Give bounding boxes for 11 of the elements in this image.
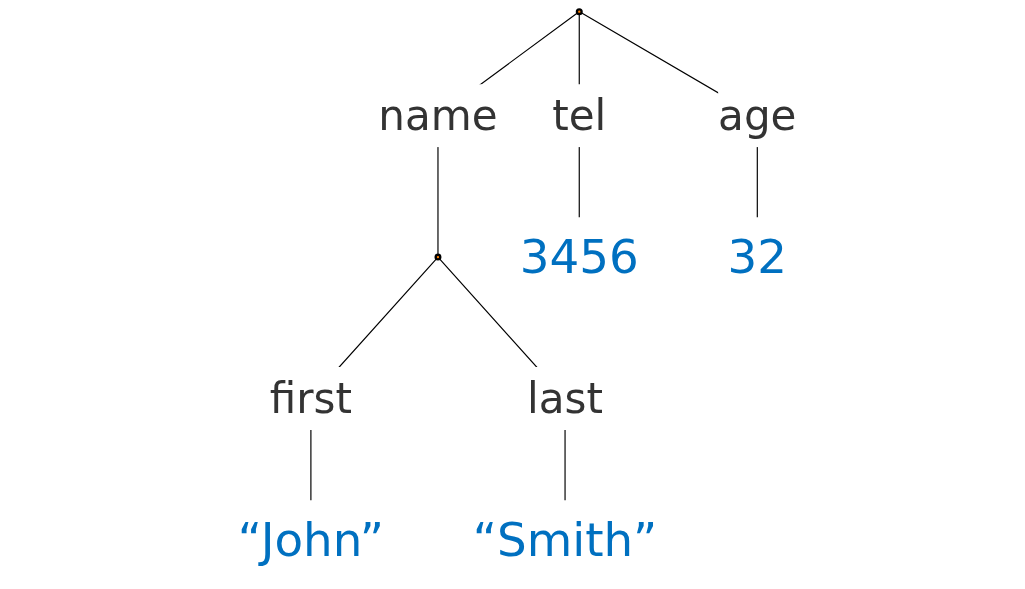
edge-label: last: [527, 373, 603, 422]
edge-label: age: [718, 91, 797, 140]
edge-label: name: [378, 91, 498, 140]
node-circle: [575, 8, 583, 16]
node-text: “John”: [237, 513, 384, 567]
node-text: 3456: [519, 230, 639, 284]
node-circle: [434, 253, 442, 261]
edge-label: tel: [552, 91, 607, 140]
node-text: 32: [727, 230, 788, 284]
node-text: “Smith”: [472, 513, 658, 567]
edge-label: first: [269, 373, 353, 422]
